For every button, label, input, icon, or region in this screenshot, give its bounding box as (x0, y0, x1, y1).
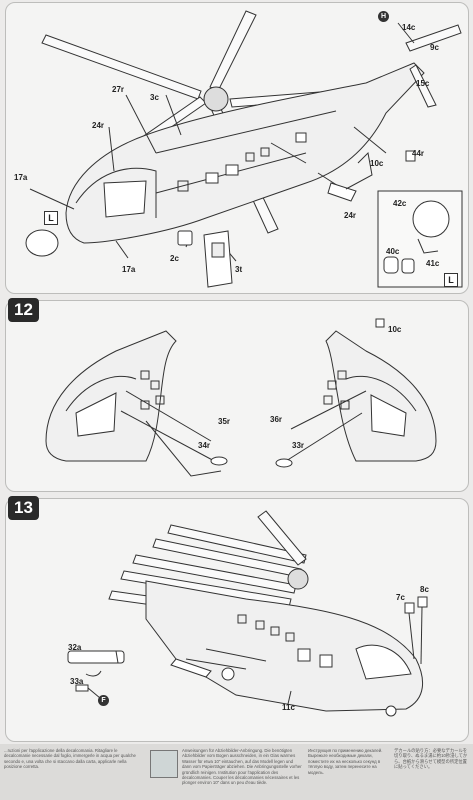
instructions-japanese: デカールの貼り方：必要なデカールを切り取り、ぬるま湯に約10秒浸してから、台紙か… (394, 748, 468, 770)
part-label-42c: 42c (393, 199, 407, 208)
label-box-L-inset: L (444, 273, 458, 287)
part-label-35r: 35r (218, 417, 231, 426)
part-label-17a-bottom: 17a (122, 265, 136, 274)
part-label-44r: 44r (412, 149, 425, 158)
part-label-36r: 36r (270, 415, 283, 424)
part-label-33r: 33r (292, 441, 305, 450)
assembly-panel-step-12: 12 10c 35r 34r 36r 33r (5, 298, 469, 492)
part-label-40c: 40c (386, 247, 400, 256)
label-box-L: L (44, 211, 58, 225)
part-label-33a: 33a (70, 677, 84, 686)
cockpit-drawing (45, 318, 437, 477)
marker-H: H (378, 11, 389, 22)
final-assembly-drawing (67, 510, 428, 717)
part-label-2c: 2c (170, 254, 179, 263)
helicopter-top-drawing (25, 10, 463, 288)
step-number-13: 13 (8, 496, 39, 520)
part-label-15c: 15c (416, 79, 430, 88)
part-label-41c: 41c (426, 259, 440, 268)
step-number-12: 12 (8, 298, 39, 322)
part-label-11c: 11c (282, 703, 295, 712)
instructions-german-french: Anweisungen für Abziehbilder-Anbringung.… (182, 748, 302, 786)
part-label-10c-step12: 10c (388, 325, 402, 334)
assembly-panel-top: 27r 3c 24r 17a L 17a 2c 3t H 14c 9c 15c … (5, 2, 469, 294)
part-label-8c: 8c (420, 585, 429, 594)
part-label-34r: 34r (198, 441, 211, 450)
part-label-32a: 32a (68, 643, 82, 652)
instructions-russian: Инструкция по применению декалей. Вырежь… (308, 748, 383, 775)
assembly-panel-step-13: 13 32a 33a F 7c 8c 11c (5, 496, 469, 742)
part-label-9c: 9c (430, 43, 439, 52)
decal-instructions-footer: ...ruzioni per l'applicazione della deca… (0, 744, 473, 800)
part-label-17a-top: 17a (14, 173, 28, 182)
part-label-7c: 7c (396, 593, 405, 602)
part-label-24-left: 24r (92, 121, 105, 130)
part-label-14c: 14c (402, 23, 416, 32)
marker-F: F (98, 695, 109, 706)
part-label-27: 27r (112, 85, 125, 94)
instructions-italian: ...ruzioni per l'applicazione della deca… (4, 748, 136, 770)
part-label-3c: 3c (150, 93, 159, 102)
decal-application-image (150, 750, 178, 778)
part-label-10c: 10c (370, 159, 384, 168)
part-label-3t: 3t (235, 265, 243, 274)
part-label-24-right: 24r (344, 211, 357, 220)
